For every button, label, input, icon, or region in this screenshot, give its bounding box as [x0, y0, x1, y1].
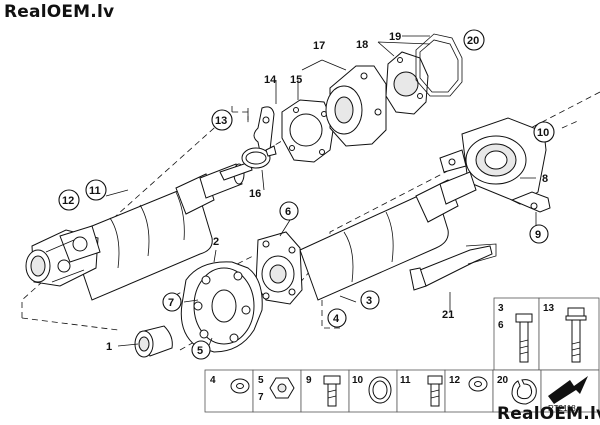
hex-nut-icon [269, 377, 295, 399]
callout-21[interactable]: 21 [442, 309, 454, 321]
callout-label: 5 [197, 345, 203, 357]
callout-label: 16 [249, 188, 261, 200]
bolt-collared-icon [565, 307, 587, 363]
rear-drive-shaft [299, 171, 477, 301]
cell-label: 7 [258, 392, 264, 403]
callout-label: 15 [290, 74, 302, 86]
callout-4[interactable]: 4 [327, 308, 347, 328]
callout-6[interactable]: 6 [279, 201, 299, 221]
cell-label: 20 [497, 375, 509, 386]
snap-ring-icon [511, 379, 537, 405]
callout-15[interactable]: 15 [290, 74, 302, 86]
centering-sleeve [134, 325, 173, 358]
universal-joint [25, 225, 101, 287]
callout-9[interactable]: 9 [529, 224, 549, 244]
spacer-plate [281, 99, 335, 163]
callout-label: 17 [313, 40, 325, 52]
bolt-short-icon [323, 375, 341, 407]
diagram-code: RT2118 [548, 404, 576, 413]
callout-label: 2 [213, 236, 219, 248]
callout-label: 20 [467, 35, 479, 47]
callout-label: 19 [389, 31, 401, 43]
callout-10[interactable]: 10 [533, 121, 555, 143]
callout-12[interactable]: 12 [58, 189, 80, 211]
cell-label: 10 [352, 375, 364, 386]
callout-label: 14 [264, 74, 277, 86]
callout-label: 12 [62, 195, 74, 207]
sealing-ring [415, 33, 463, 97]
cell-label: 3 [498, 303, 504, 314]
guide-disc [385, 51, 429, 115]
callout-label: 21 [442, 309, 454, 321]
callout-label: 10 [537, 127, 549, 139]
front-drive-shaft [69, 161, 253, 301]
flange-centerline [165, 129, 331, 351]
callout-14[interactable]: 14 [264, 74, 277, 86]
hose-clamp [241, 145, 277, 169]
cell-label: 4 [210, 375, 216, 386]
callout-17[interactable]: 17 [313, 40, 325, 52]
callout-2[interactable]: 2 [213, 236, 219, 248]
flexible-disc [180, 261, 263, 353]
cell-label: 13 [543, 303, 555, 314]
callout-5[interactable]: 5 [191, 340, 211, 360]
center-bearing [439, 117, 551, 213]
centering-flange [325, 65, 387, 147]
bolt-long-icon [515, 313, 533, 363]
callout-label: 1 [106, 341, 112, 353]
orientation-arrow-icon [548, 376, 588, 404]
callout-18[interactable]: 18 [356, 39, 368, 51]
callout-label: 3 [366, 295, 372, 307]
callout-label: 11 [89, 185, 101, 197]
callout-1[interactable]: 1 [106, 341, 112, 353]
callout-label: 18 [356, 39, 368, 51]
callout-3[interactable]: 3 [360, 290, 380, 310]
cell-label: 6 [498, 320, 504, 331]
washer-icon [230, 378, 250, 394]
cell-label: 9 [306, 375, 312, 386]
washer-large-icon [368, 376, 392, 404]
callout-label: 7 [168, 297, 174, 309]
callout-11[interactable]: 11 [85, 179, 107, 201]
callout-label: 9 [535, 229, 541, 241]
fastener-panel: 3 6 13 4 5 7 9 [204, 297, 600, 413]
callout-label: 13 [215, 115, 227, 127]
bolt-short-icon [427, 375, 443, 407]
assembly-outline [21, 91, 600, 331]
callout-8[interactable]: 8 [542, 173, 548, 185]
cell-label: 12 [449, 375, 461, 386]
callout-20[interactable]: 20 [463, 29, 485, 51]
callout-label: 4 [333, 313, 340, 325]
callout-label: 8 [542, 173, 548, 185]
cell-label: 11 [400, 375, 411, 386]
watermark-bottom: RealOEM.lv [497, 404, 600, 424]
grease-tube [409, 243, 497, 291]
washer-icon [468, 376, 488, 392]
callout-19[interactable]: 19 [389, 31, 401, 43]
watermark-top: RealOEM.lv [4, 2, 115, 22]
cell-label: 5 [258, 375, 264, 386]
callout-label: 6 [285, 206, 291, 218]
callout-7[interactable]: 7 [162, 292, 182, 312]
callout-16[interactable]: 16 [249, 188, 261, 200]
callout-13[interactable]: 13 [211, 109, 233, 131]
flex-disc-flange [255, 231, 303, 305]
